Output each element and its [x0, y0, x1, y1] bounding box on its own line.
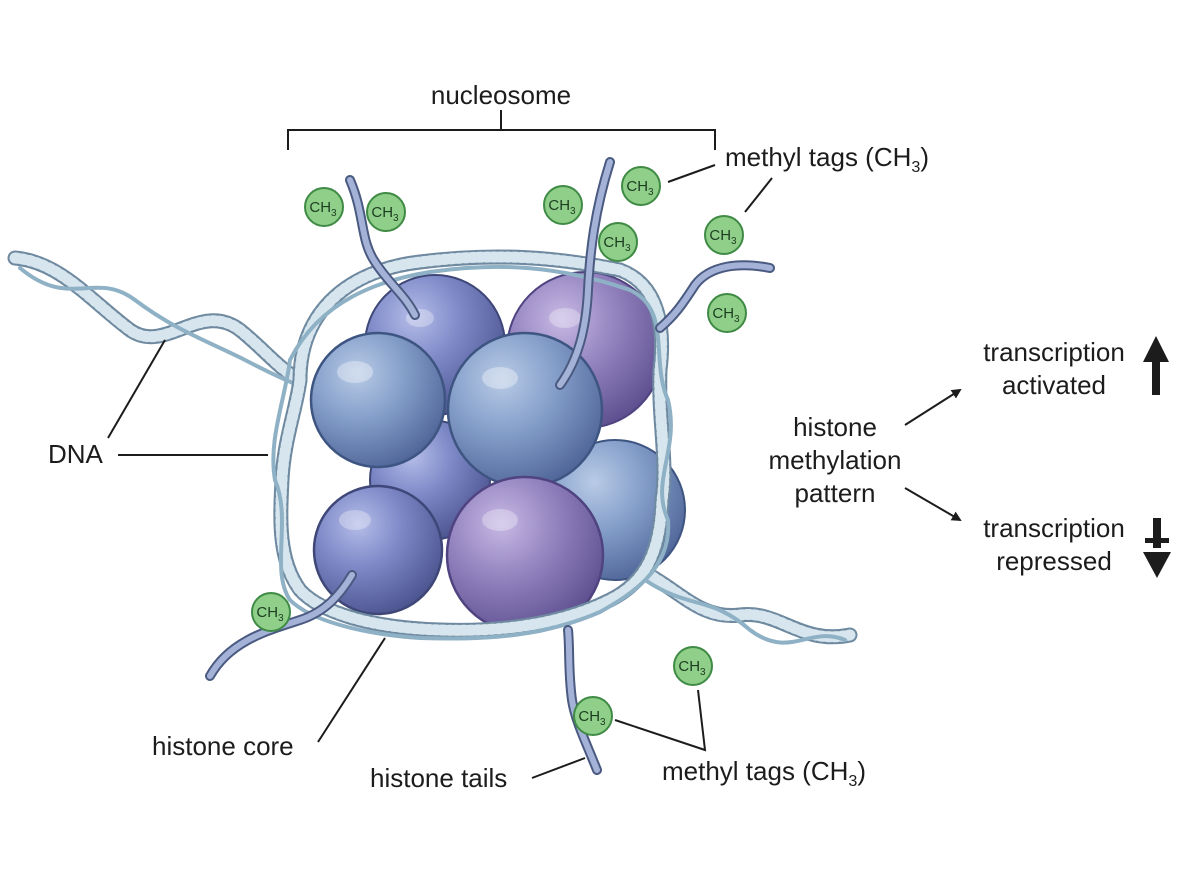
methyl-tag-text: CH3 — [678, 658, 706, 678]
svg-text:pattern: pattern — [795, 478, 876, 508]
methyl-tag-text: CH3 — [548, 197, 576, 217]
methyl-tag: CH3 — [673, 646, 713, 686]
arrow-to-repressed — [904, 487, 962, 522]
methyl-top-leader-1 — [667, 164, 716, 183]
histone-core — [309, 271, 686, 635]
methyl-tags-top-label: methyl tags (CH3) — [725, 142, 929, 176]
methyl-bottom-leader — [614, 689, 707, 752]
svg-text:activated: activated — [1002, 370, 1106, 400]
down-arrow-blocked-icon — [1143, 518, 1171, 578]
transcription-activated-label: transcription activated — [983, 337, 1125, 400]
nucleosome-bracket — [287, 129, 716, 150]
histone-tails — [205, 157, 775, 775]
svg-text:repressed: repressed — [996, 546, 1112, 576]
histone-tails-label: histone tails — [370, 763, 507, 793]
methyl-tag-text: CH3 — [626, 178, 654, 198]
methyl-tag-text: CH3 — [371, 204, 399, 224]
nucleosome-label: nucleosome — [431, 80, 571, 110]
dna-wrap — [271, 249, 673, 641]
dna-label: DNA — [48, 439, 104, 469]
methyl-tag-text: CH3 — [256, 604, 284, 624]
dna-linker-left — [7, 250, 308, 388]
methyl-tag-text: CH3 — [309, 199, 337, 219]
methyl-tag-text: CH3 — [578, 708, 606, 728]
methyl-tag: CH3 — [707, 293, 747, 333]
transcription-repressed-label: transcription repressed — [983, 513, 1125, 576]
dna-linker-right — [632, 562, 858, 645]
dna-leader-up — [107, 339, 166, 439]
methyl-tag: CH3 — [621, 166, 661, 206]
methyl-tags-bottom-label: methyl tags (CH3) — [662, 756, 866, 790]
svg-text:transcription: transcription — [983, 513, 1125, 543]
methyl-top-leader-2 — [744, 177, 773, 213]
histone-tails-leader — [531, 757, 586, 779]
histone-core-label: histone core — [152, 731, 294, 761]
histone-front-top-left — [309, 331, 447, 469]
up-arrow-icon — [1143, 336, 1169, 395]
svg-text:transcription: transcription — [983, 337, 1125, 367]
methyl-tag: CH3 — [573, 696, 613, 736]
methyl-tag-text: CH3 — [712, 305, 740, 325]
methyl-tag-text: CH3 — [603, 234, 631, 254]
methyl-tag: CH3 — [704, 215, 744, 255]
methyl-tag: CH3 — [304, 187, 344, 227]
methyl-tag: CH3 — [251, 592, 291, 632]
arrow-to-activated — [904, 388, 962, 426]
svg-text:methylation: methylation — [769, 445, 902, 475]
methyl-tag: CH3 — [543, 185, 583, 225]
methyl-tag: CH3 — [366, 192, 406, 232]
methylation-pattern-label: histone methylation pattern — [769, 412, 902, 508]
methyl-tag: CH3 — [598, 222, 638, 262]
leader-lines — [107, 110, 962, 779]
svg-text:histone: histone — [793, 412, 877, 442]
histone-core-leader — [317, 637, 386, 743]
methyl-tag-text: CH3 — [709, 227, 737, 247]
